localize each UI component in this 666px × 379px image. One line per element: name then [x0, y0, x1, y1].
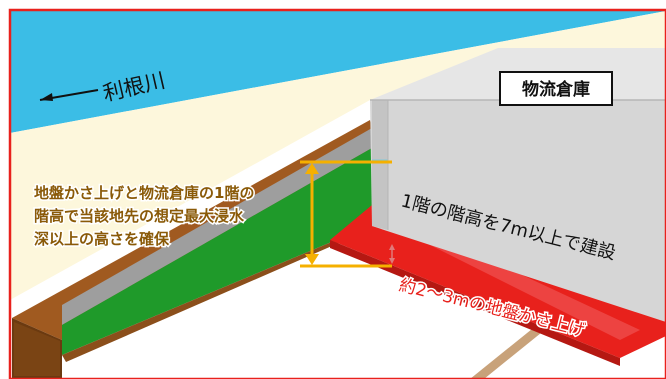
embankment-road [62, 128, 372, 325]
note-line-1: 地盤かさ上げと物流倉庫の1階の [34, 184, 254, 202]
raised-ground-edge [330, 240, 620, 366]
warehouse-label: 物流倉庫 [522, 79, 590, 100]
river-area [10, 10, 666, 133]
note-text-group: 地盤かさ上げと物流倉庫の1階の 階高で当該地先の想定最大浸水 深以上の高さを確保 [33, 183, 256, 250]
flow-arrow-head [40, 93, 53, 101]
note-line-2: 階高で当該地先の想定最大浸水 [34, 207, 245, 225]
bracket-arrow-down [305, 254, 319, 265]
embankment-green [62, 148, 372, 355]
note-line-3: 深以上の高さを確保 [34, 230, 170, 248]
embankment-end-face [14, 322, 60, 376]
raise-arrow-up [389, 244, 395, 250]
bracket-arrow-up [305, 163, 319, 174]
raise-arrow-down [389, 258, 395, 264]
warehouse-edge [372, 100, 388, 230]
warehouse-sign-box [499, 71, 613, 106]
warehouse-front [370, 100, 666, 322]
embankment-green-border [62, 225, 380, 362]
frame-border [8, 8, 666, 379]
